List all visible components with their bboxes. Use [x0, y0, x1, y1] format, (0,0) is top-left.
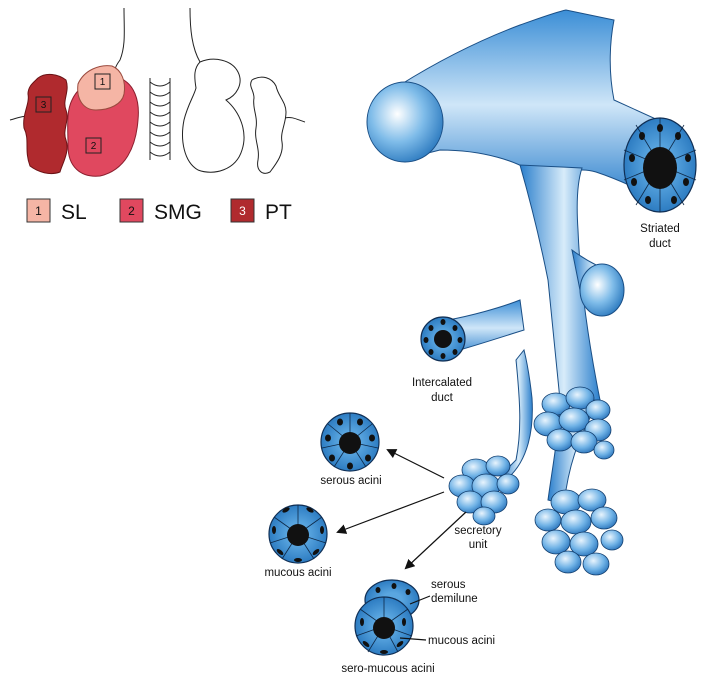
mucous-acini-label: mucous acini: [264, 567, 331, 579]
legend-num-pt: 3: [239, 204, 246, 218]
secretory-unit-cluster: [448, 455, 520, 526]
sl-marker-label: 1: [100, 77, 106, 88]
intercalated-duct-label-1: Intercalated: [412, 377, 472, 389]
secretory-unit-label-2: unit: [469, 539, 488, 551]
legend-swatch-smg: [119, 198, 144, 223]
striated-duct-section: [623, 117, 697, 213]
striated-duct-label-1: Striated: [640, 223, 680, 235]
legend-label-smg: SMG: [154, 201, 202, 224]
smg-marker-box: [85, 137, 102, 154]
serous-demilune-label-1: serous: [431, 579, 466, 591]
serous-acini-section: [320, 412, 380, 472]
lower-right-cluster: [534, 488, 624, 576]
legend-swatch-pt: [230, 198, 255, 223]
neck-line-left: [114, 7, 125, 77]
labels: Striated duct Intercalated duct serous a…: [264, 223, 679, 675]
parotid-gland: [23, 73, 68, 175]
upper-right-cluster: [533, 386, 615, 460]
intercalated-duct-label-2: duct: [431, 392, 454, 404]
duct-tree: [366, 9, 681, 505]
arrow-to-mucous: [336, 491, 445, 534]
right-parotid-outline: [250, 76, 287, 174]
mucous-acini-section: [268, 504, 328, 564]
mucous-inner-pointer: [399, 637, 427, 641]
serous-demilune-label-2: demilune: [431, 593, 478, 605]
striated-duct-label-2: duct: [649, 238, 672, 250]
sl-marker-box: [94, 73, 111, 90]
arrows: [336, 449, 467, 641]
sublingual-gland: [77, 65, 125, 111]
serous-acini-label: serous acini: [320, 475, 381, 487]
demilune-pointer: [409, 595, 431, 605]
left-duct-end: [366, 81, 444, 163]
gland-anatomy: 1 2 3: [9, 7, 306, 177]
legend-label-sl: SL: [61, 201, 87, 224]
secretory-unit-label-1: secretory: [454, 525, 502, 537]
pt-marker-box: [35, 96, 52, 113]
right-branch-end: [579, 263, 625, 317]
smg-marker-label: 2: [91, 141, 97, 152]
pt-marker-label: 3: [41, 100, 47, 111]
mucous-acini-inner-label: mucous acini: [428, 635, 495, 647]
legend-num-sl: 1: [35, 204, 42, 218]
neck-line-right: [189, 7, 201, 63]
arrow-to-seromucous: [404, 511, 467, 570]
right-gland-outline: [182, 58, 245, 173]
trachea: [149, 78, 171, 160]
legend-swatch-sl: [26, 198, 51, 223]
arrow-to-serous: [386, 449, 445, 479]
line-far-right: [284, 117, 306, 123]
intercalated-duct-section: [420, 316, 466, 362]
sero-mucous-acini-label: sero-mucous acini: [341, 663, 434, 675]
legend-num-smg: 2: [128, 204, 135, 218]
legend-label-pt: PT: [265, 201, 292, 224]
legend: 1 SL 2 SMG 3 PT: [26, 198, 292, 224]
sero-mucous-acini-section: [354, 579, 420, 656]
lower-left-duct: [501, 348, 533, 479]
